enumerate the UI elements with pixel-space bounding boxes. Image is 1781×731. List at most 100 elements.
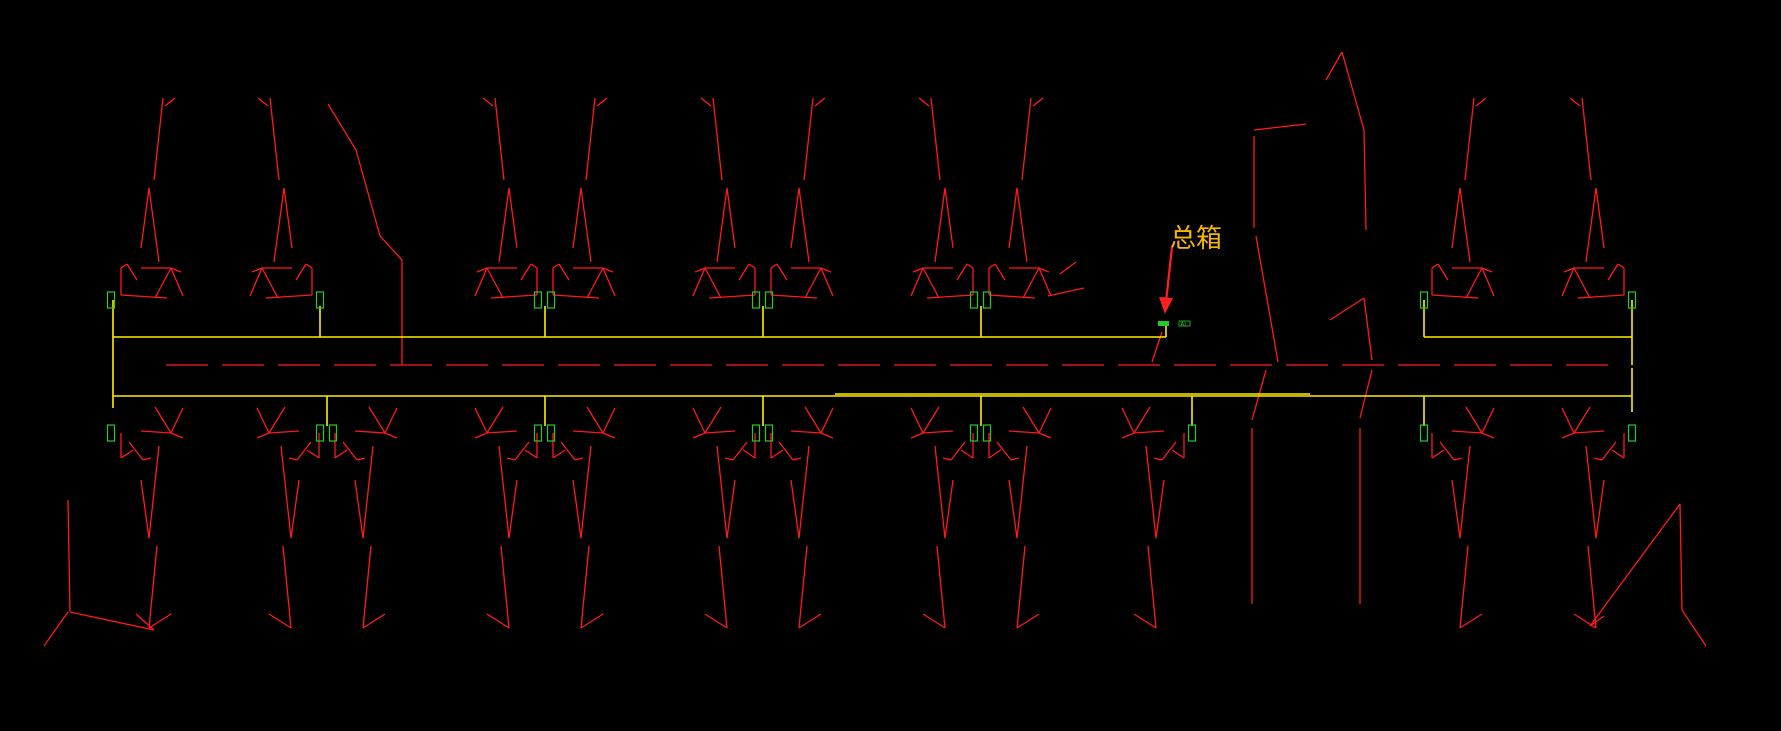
- wall-line: [572, 479, 582, 539]
- wall-line: [1459, 187, 1471, 263]
- wall-line: [153, 97, 164, 181]
- wall-line: [486, 267, 504, 299]
- wall-line: [560, 441, 576, 461]
- wall-line: [770, 449, 784, 459]
- lamp-box: [1627, 291, 1637, 309]
- wall-line: [814, 97, 826, 107]
- wall-line: [1032, 97, 1044, 107]
- wall-line: [1016, 613, 1040, 629]
- wall-line: [966, 263, 974, 269]
- small-tag: [1178, 320, 1191, 327]
- wall-line: [585, 97, 596, 181]
- wall-line: [1008, 430, 1040, 434]
- wall-line: [1251, 369, 1267, 421]
- wall-line: [1363, 297, 1373, 361]
- wall-line: [1617, 263, 1625, 269]
- wall-line: [135, 613, 155, 631]
- wall-line: [726, 187, 736, 249]
- wall-line: [498, 187, 510, 263]
- wall-line: [1569, 97, 1581, 107]
- wall-line: [742, 449, 756, 459]
- wall-line: [1587, 545, 1597, 629]
- wall-line: [820, 267, 832, 273]
- wall-line: [704, 613, 728, 629]
- wall-line: [1363, 129, 1367, 231]
- wall-line: [530, 263, 538, 269]
- wall-line: [790, 479, 800, 539]
- wall-line: [148, 613, 172, 629]
- wall-line: [1481, 432, 1495, 439]
- wall-line: [572, 430, 604, 434]
- wall-line: [718, 545, 728, 629]
- red-wall-linework: [43, 51, 1707, 647]
- lamp-box: [1419, 424, 1429, 442]
- wall-line: [474, 267, 488, 297]
- lamp-box: [764, 291, 774, 309]
- wall-line: [798, 545, 808, 629]
- wall-line: [1573, 613, 1597, 629]
- wall-line: [926, 294, 974, 299]
- wall-line: [820, 267, 834, 297]
- wall-line: [552, 263, 560, 269]
- wall-line: [726, 479, 736, 539]
- wall-line: [988, 294, 1036, 299]
- wall-line: [748, 263, 756, 269]
- wall-line: [1459, 445, 1471, 539]
- wall-line: [69, 611, 155, 631]
- wall-line: [1439, 441, 1455, 461]
- wall-line: [586, 267, 604, 299]
- wall-line: [572, 187, 582, 249]
- wall-line: [798, 613, 822, 629]
- wall-line: [918, 97, 930, 107]
- wall-line: [384, 407, 398, 434]
- wall-line: [1431, 294, 1479, 299]
- wall-line: [580, 545, 590, 629]
- wall-line: [474, 407, 488, 434]
- wall-line: [261, 267, 279, 299]
- wall-line: [490, 294, 538, 299]
- wall-line: [43, 611, 69, 647]
- wall-line: [306, 449, 320, 459]
- wall-line: [334, 449, 348, 459]
- main-box-label: 总箱: [1170, 224, 1222, 254]
- wall-line: [944, 187, 954, 249]
- wall-line: [704, 430, 736, 434]
- wall-line: [944, 479, 954, 539]
- wall-line: [154, 406, 172, 434]
- wall-line: [524, 449, 538, 459]
- wall-line: [268, 430, 300, 434]
- wall-line: [1465, 406, 1483, 434]
- wall-line: [1133, 406, 1151, 434]
- wall-line: [716, 187, 728, 263]
- wall-line: [790, 430, 822, 434]
- wall-line: [602, 432, 616, 439]
- wall-line: [704, 406, 722, 434]
- wall-line: [500, 545, 510, 629]
- lamp-box: [969, 291, 979, 309]
- wall-line: [164, 97, 176, 107]
- wall-line: [506, 457, 516, 461]
- wall-line: [1681, 609, 1707, 647]
- wall-line: [256, 407, 270, 434]
- wall-line: [910, 432, 924, 439]
- wall-line: [1585, 445, 1597, 539]
- wall-line: [942, 457, 952, 461]
- wall-line: [552, 294, 600, 299]
- wall-line: [170, 407, 184, 434]
- wall-line: [1453, 457, 1463, 461]
- wall-line: [154, 267, 172, 299]
- wall-line: [1431, 263, 1439, 269]
- wall-line: [798, 445, 810, 539]
- wall-line: [804, 267, 822, 299]
- wall-line: [514, 441, 530, 461]
- wall-line: [712, 97, 723, 181]
- wall-line: [354, 430, 386, 434]
- wall-line: [170, 267, 184, 297]
- wall-line: [1595, 187, 1605, 249]
- wall-line: [586, 406, 604, 434]
- wall-line: [288, 457, 298, 461]
- wall-line: [1253, 123, 1307, 131]
- wall-line: [1341, 51, 1365, 131]
- wall-line: [820, 407, 834, 434]
